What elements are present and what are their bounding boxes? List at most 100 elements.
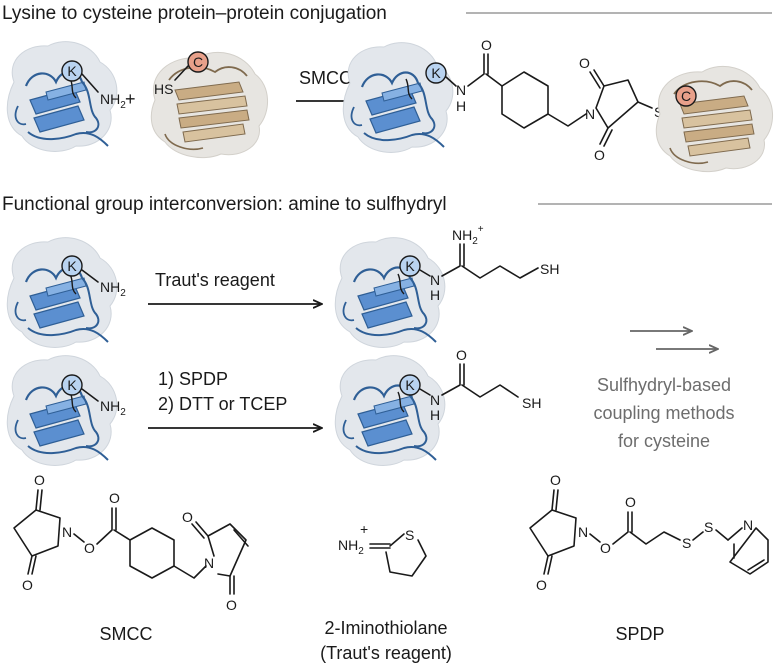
amine-label: NH2 bbox=[100, 279, 126, 299]
bond bbox=[81, 388, 99, 402]
terminal-thiol: SH bbox=[540, 261, 559, 277]
iminium-label: NH2+ bbox=[452, 224, 484, 247]
outcome-line-1: Sulfhydryl-based bbox=[597, 375, 731, 395]
nhs-ring bbox=[13, 509, 61, 557]
cysteine-residue-circle bbox=[675, 85, 697, 107]
cysteine-protein-reactant: C HS bbox=[150, 51, 269, 159]
spdp-step2-label: 2) DTT or TCEP bbox=[158, 394, 287, 414]
thiol-label: HS bbox=[154, 81, 173, 97]
ester-link bbox=[96, 507, 131, 545]
lysine-residue-label: K bbox=[67, 63, 77, 79]
bond bbox=[419, 269, 431, 277]
lysine-protein-reactant: K NH2 bbox=[6, 40, 126, 153]
imide-carbonyl-bottom bbox=[599, 127, 613, 147]
thiolane-ring bbox=[385, 533, 427, 577]
lysine-residue-label: K bbox=[67, 377, 77, 393]
iminothiolane-structure: NH2 + S bbox=[338, 521, 427, 577]
maleimide-carbonyl-top bbox=[191, 521, 209, 539]
bond bbox=[73, 533, 85, 543]
amine-bond bbox=[81, 73, 99, 93]
disulfide-s1: S bbox=[682, 535, 691, 551]
conjugate-product: K N H O N O O S C bbox=[342, 37, 774, 173]
lysine-residue-label: K bbox=[405, 258, 415, 274]
bond bbox=[445, 76, 457, 87]
nhs-o-top: O bbox=[550, 472, 561, 488]
thiol-bond bbox=[174, 65, 189, 81]
bond bbox=[419, 388, 431, 396]
lysine-residue-circle bbox=[61, 255, 83, 277]
propanamide-chain bbox=[441, 363, 519, 398]
thioether-s: S bbox=[654, 104, 663, 120]
nhs-o-bottom: O bbox=[536, 577, 547, 593]
bond bbox=[81, 269, 99, 283]
lysine-residue-circle bbox=[61, 60, 83, 82]
nhs-n: N bbox=[578, 524, 588, 540]
amine-label: NH2 bbox=[100, 91, 126, 111]
amidine-h: H bbox=[430, 287, 440, 303]
thiolane-s: S bbox=[405, 527, 414, 543]
amidine-chain bbox=[441, 243, 539, 279]
nhs-carbonyl-bottom bbox=[543, 555, 553, 575]
iminium-n: NH2 bbox=[338, 537, 364, 557]
lysine-protein bbox=[334, 354, 446, 467]
maleimide-ring bbox=[207, 523, 247, 577]
lysine-protein bbox=[342, 41, 454, 154]
smcc-methylene bbox=[173, 565, 207, 579]
nhs-carbonyl-top bbox=[551, 489, 559, 511]
cysteine-residue-circle bbox=[187, 51, 209, 73]
outcome-line-3: for cysteine bbox=[618, 431, 710, 451]
pyridine-ring bbox=[727, 527, 769, 575]
methylene-link bbox=[547, 113, 587, 127]
iminothiolane-caption: 2-Iminothiolane bbox=[324, 618, 447, 638]
amide-n: N bbox=[456, 82, 466, 98]
iminothiolane-caption-alt: (Traut's reagent) bbox=[320, 643, 452, 663]
bond bbox=[715, 529, 729, 541]
bond bbox=[637, 101, 653, 109]
spdp-chain bbox=[612, 511, 681, 545]
maleimide-double bbox=[233, 529, 249, 547]
spdp-caption: SPDP bbox=[615, 624, 664, 644]
ester-o: O bbox=[600, 540, 611, 556]
nhs-carbonyl-bottom bbox=[27, 555, 37, 575]
lysine-residue-circle bbox=[399, 374, 421, 396]
amide-o: O bbox=[481, 37, 492, 53]
amide-h: H bbox=[430, 407, 440, 423]
ester-o: O bbox=[84, 540, 95, 556]
lysine-residue-circle bbox=[61, 374, 83, 396]
maleimide-o-top: O bbox=[182, 509, 193, 525]
maleimide-carbonyl-bottom bbox=[229, 575, 235, 595]
amide-thiol-product: K N H O SH bbox=[334, 347, 541, 467]
cysteine-protein bbox=[655, 65, 774, 173]
plus-sign: + bbox=[125, 89, 136, 109]
cysteine-protein bbox=[150, 51, 269, 159]
lysine-protein bbox=[334, 236, 446, 349]
nhs-n: N bbox=[62, 524, 72, 540]
amidine-n: N bbox=[430, 272, 440, 288]
cysteine-residue-label: C bbox=[193, 54, 203, 70]
nhs-o-top: O bbox=[34, 472, 45, 488]
ester-carbonyl-o: O bbox=[109, 490, 120, 506]
lysine-residue-label: K bbox=[431, 65, 441, 81]
amidine-thiol-product: K N H NH2+ SH bbox=[334, 224, 559, 349]
nhs-o-bottom: O bbox=[22, 577, 33, 593]
imide-carbonyl-top bbox=[589, 69, 605, 89]
imide-o-top: O bbox=[579, 55, 590, 71]
cyclohexane-ring bbox=[501, 71, 549, 129]
succinimide-ring bbox=[595, 79, 639, 129]
bond bbox=[692, 531, 704, 541]
nhs-ring bbox=[529, 509, 577, 557]
lysine-residue-circle bbox=[399, 255, 421, 277]
cysteine-residue-label: C bbox=[681, 88, 691, 104]
smcc-reagent-label: SMCC bbox=[299, 68, 352, 88]
imide-n: N bbox=[585, 106, 595, 122]
amide-h: H bbox=[456, 98, 466, 114]
ester-carbonyl-o: O bbox=[625, 494, 636, 510]
lysine-residue-label: K bbox=[67, 258, 77, 274]
pyridine-n: N bbox=[743, 517, 753, 533]
smcc-cyclohexane bbox=[129, 527, 175, 579]
lysine-residue-circle bbox=[425, 62, 447, 84]
amine-label: NH2 bbox=[100, 398, 126, 418]
route1-reactant: K NH2 bbox=[6, 236, 126, 349]
maleimide-o-bottom: O bbox=[226, 597, 237, 613]
